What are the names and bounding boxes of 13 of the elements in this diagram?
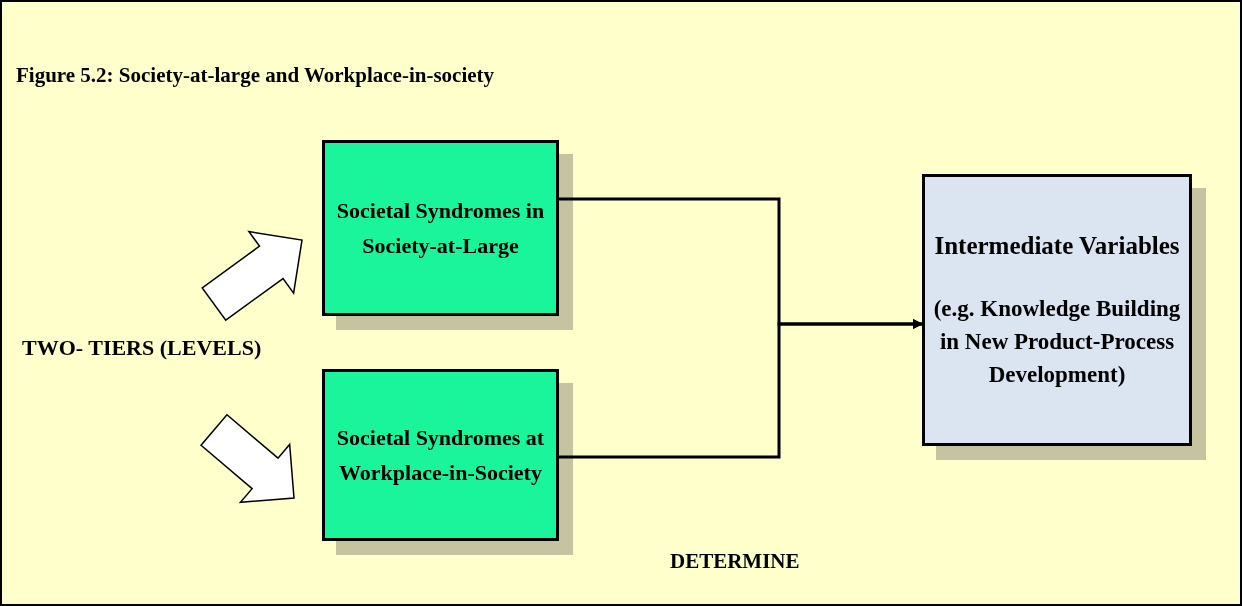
text-box <box>322 369 559 541</box>
box-text: (e.g. Knowledge Building in New Product-Process Development) <box>933 295 1181 389</box>
box-heading: Societal Syndromes in Society-at-Large <box>335 197 546 260</box>
text-box <box>922 174 1192 446</box>
caption-label: DETERMINE <box>670 548 800 575</box>
block-arrow <box>200 413 295 504</box>
box-heading: Intermediate Variables <box>934 231 1180 261</box>
figure-title: Figure 5.2: Society-at-large and Workplace-in-society <box>16 62 495 89</box>
text-box <box>322 140 559 316</box>
connector-arrow <box>559 319 923 459</box>
side-label: TWO- TIERS (LEVELS) <box>22 333 262 362</box>
block-arrow <box>201 230 303 322</box>
box-heading: Societal Syndromes at Workplace-in-Society <box>335 424 546 487</box>
